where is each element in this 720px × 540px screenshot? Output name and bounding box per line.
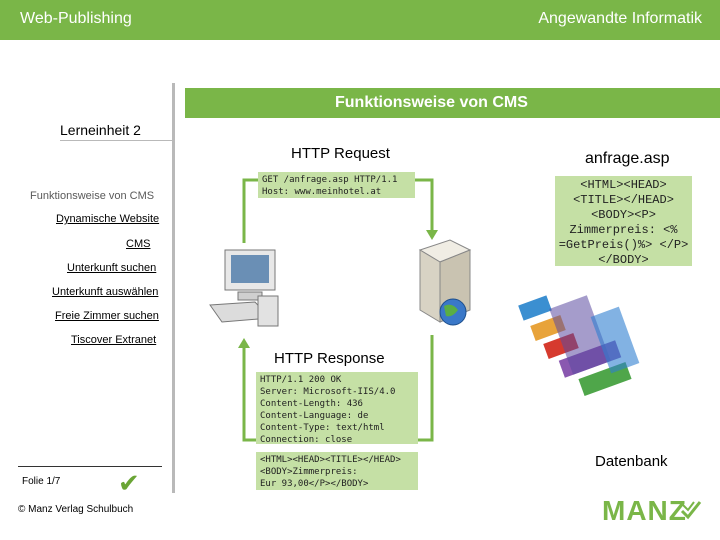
top-bar: Web-Publishing Angewandte Informatik: [0, 0, 720, 40]
section-label: Lerneinheit 2: [60, 122, 141, 138]
http-request-label: HTTP Request: [291, 145, 390, 162]
copyright: © Manz Verlag Schulbuch: [18, 504, 134, 515]
client-computer-icon: [209, 249, 279, 327]
slide-title-bar: Funktionsweise von CMS: [185, 88, 720, 118]
nav-item-tiscover[interactable]: Tiscover Extranet: [71, 334, 157, 346]
nav-item-current[interactable]: Funktionsweise von CMS: [30, 190, 155, 202]
divider-vertical: [172, 83, 175, 493]
http-response-header-box: HTTP/1.1 200 OK Server: Microsoft-IIS/4.…: [256, 372, 418, 445]
request-arrow-left: [242, 178, 258, 243]
file-label: anfrage.asp: [585, 150, 670, 167]
nav-item-freie-zimmer[interactable]: Freie Zimmer suchen: [55, 310, 159, 322]
request-arrowhead: [426, 230, 438, 240]
course-title: Web-Publishing: [20, 10, 132, 27]
footer-divider: [18, 466, 162, 467]
subject-title: Angewandte Informatik: [538, 10, 702, 27]
divider-horizontal: [60, 140, 172, 141]
nav-item-cms[interactable]: CMS: [126, 238, 151, 250]
manz-logo: MANZ: [602, 495, 687, 526]
response-arrowhead: [238, 338, 250, 348]
slide-number: Folie 1/7: [22, 476, 61, 487]
logo-mark-icon: [680, 501, 702, 520]
response-arrow-right: [418, 335, 434, 442]
checkmark-icon: ✔: [118, 468, 140, 498]
request-arrow-right: [415, 178, 434, 232]
nav-item-dynamische-website[interactable]: Dynamische Website: [56, 213, 160, 225]
asp-code-box: <HTML><HEAD> <TITLE></HEAD> <BODY><P> Zi…: [555, 176, 692, 267]
slide-title: Funktionsweise von CMS: [335, 94, 528, 111]
response-arrow-left: [242, 345, 256, 442]
nav-item-unterkunft-suchen[interactable]: Unterkunft suchen: [67, 262, 157, 274]
database-icon: [518, 295, 640, 397]
nav-item-unterkunft-auswaehlen[interactable]: Unterkunft auswählen: [52, 286, 159, 298]
http-response-body-box: <HTML><HEAD><TITLE></HEAD> <BODY>Zimmerp…: [256, 452, 418, 490]
http-request-box: GET /anfrage.asp HTTP/1.1 Host: www.mein…: [258, 172, 415, 198]
http-response-label: HTTP Response: [274, 350, 385, 367]
globe-icon: [439, 298, 467, 326]
database-label: Datenbank: [595, 453, 668, 470]
